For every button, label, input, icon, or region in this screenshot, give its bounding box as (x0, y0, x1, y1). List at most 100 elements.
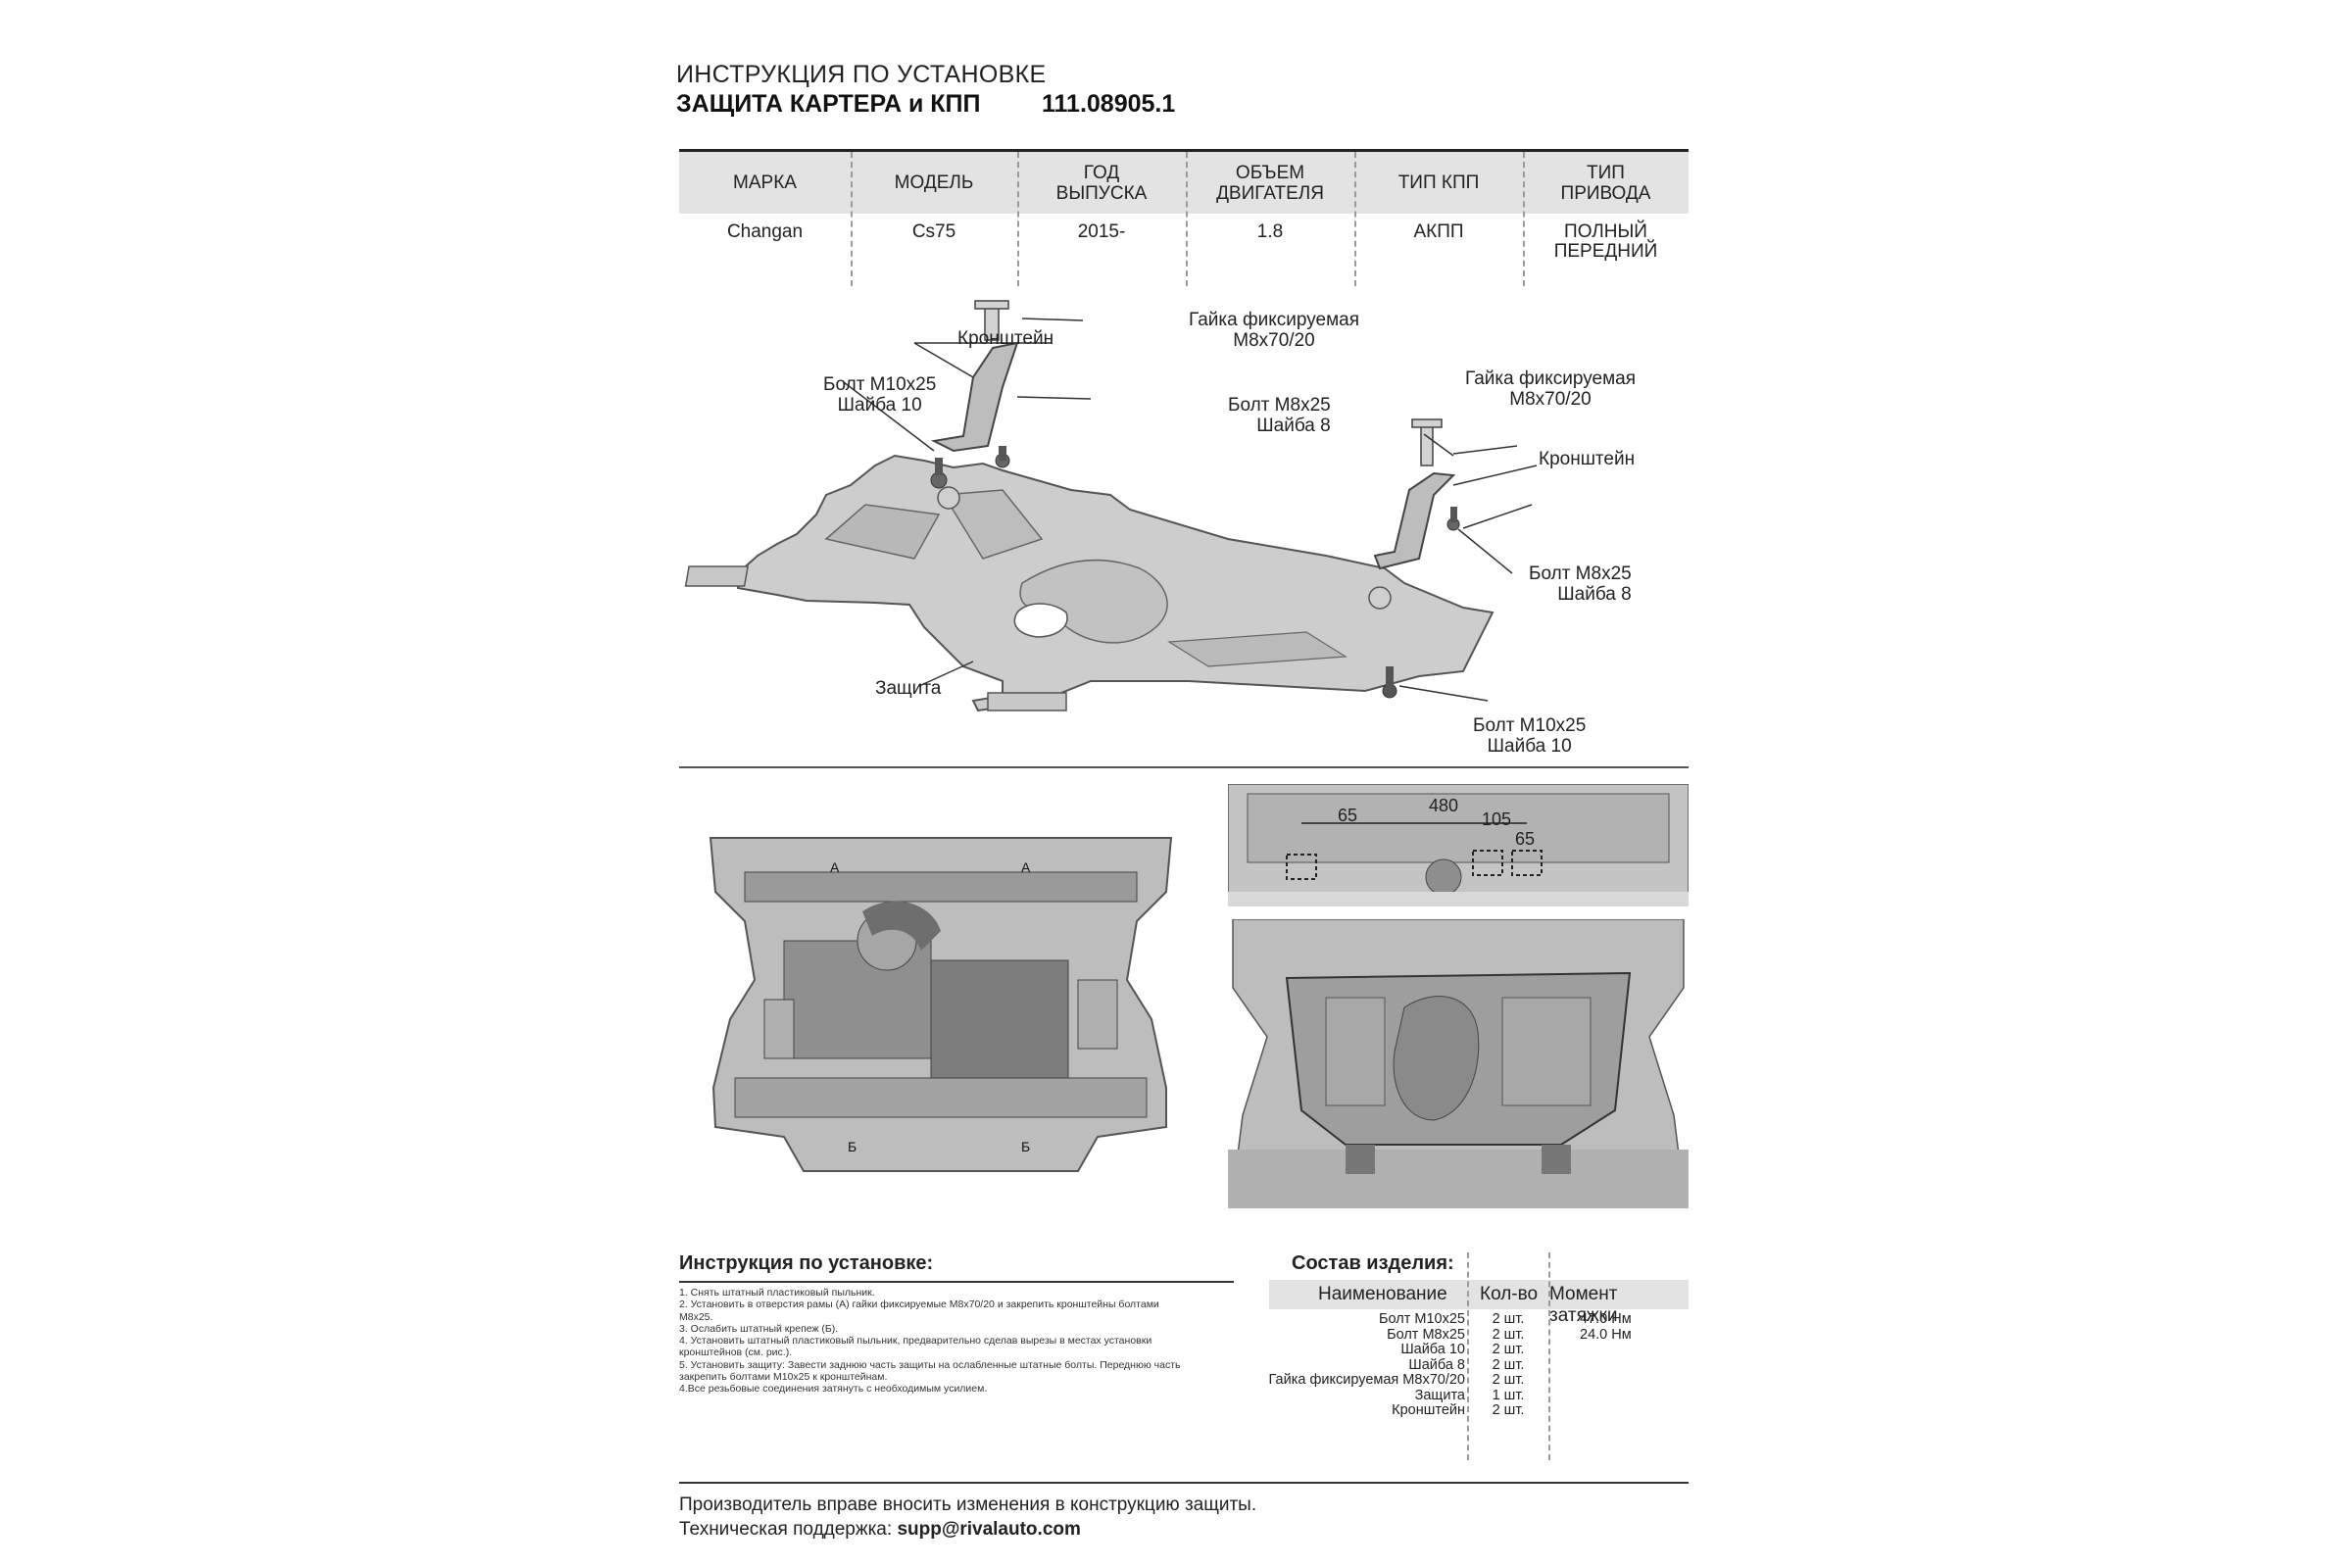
guard-rib (1167, 631, 1348, 667)
guard-recess-mid (942, 489, 1044, 560)
bracket-left-shape (930, 341, 1019, 453)
composition-item-qty: 2 шт. (1492, 1372, 1525, 1388)
spec-col-model: МОДЕЛЬ Cs75 (851, 152, 1017, 286)
composition-item-torque: 24.0 Нм (1580, 1326, 1632, 1343)
composition-item-torque: 47.0 Нм (1580, 1311, 1632, 1327)
bracket-right-shape (1373, 471, 1456, 570)
label-bolt-m10-right: Болт М10х25 Шайба 10 (1473, 715, 1587, 757)
dim-480: 480 (1429, 796, 1459, 815)
instructions-list: 1. Снять штатный пластиковый пыльник. 2.… (679, 1287, 1228, 1396)
spec-header: МОДЕЛЬ (894, 172, 974, 193)
label-nut-left: Гайка фиксируемая М8х70/20 (1189, 310, 1359, 351)
photo-guard-installed (1228, 919, 1689, 1223)
footer-support: Техническая поддержка: supp@rivalauto.co… (679, 1519, 1081, 1541)
label-bolt-m8-left: Болт М8х25 Шайба 8 (1228, 395, 1331, 436)
dim-105: 105 (1482, 809, 1512, 829)
spec-value: 2015- (1077, 221, 1126, 242)
instruction-step: закрепить болтами М10х25 к кронштейнам. (679, 1371, 888, 1384)
photo-dust-cover-cutouts (1228, 784, 1689, 906)
spec-value: ПОЛНЫЙ ПЕРЕДНИЙ (1553, 221, 1658, 262)
guard-opening (1013, 603, 1068, 638)
spec-separator (1523, 152, 1525, 286)
support-email-link[interactable]: supp@rivalauto.com (897, 1519, 1081, 1540)
composition-separator (1467, 1252, 1469, 1460)
spec-header: МАРКА (733, 172, 797, 193)
instruction-step: 5. Установить защиту: Завести заднюю час… (679, 1358, 1181, 1371)
composition-title: Состав изделия: (1292, 1252, 1454, 1274)
instruction-step: 4. Установить штатный пластиковый пыльни… (679, 1335, 1152, 1348)
spec-table-header-band (679, 152, 1689, 214)
instruction-step: 3. Ослабить штатный крепеж (Б). (679, 1322, 839, 1335)
spec-separator (1186, 152, 1188, 286)
instruction-step: 2. Установить в отверстия рамы (А) гайки… (679, 1298, 1159, 1311)
composition-item-name: Кронштейн (1392, 1402, 1465, 1418)
spec-col-make: МАРКА Changan (679, 152, 851, 286)
label-guard: Защита (875, 678, 942, 699)
spec-col-drive: ТИП ПРИВОДА ПОЛНЫЙ ПЕРЕДНИЙ (1523, 152, 1689, 286)
photo-engine-underside: А А Б Б (706, 833, 1176, 1194)
dim-65-left: 65 (1338, 806, 1358, 825)
composition-header-torque: Момент затяжки (1549, 1284, 1618, 1326)
mark-b-right: Б (1021, 1139, 1030, 1154)
spec-header: ГОД ВЫПУСКА (1055, 162, 1148, 204)
footer-disclaimer: Производитель вправе вносить изменения в… (679, 1494, 1257, 1515)
composition-item-qty: 1 шт. (1492, 1387, 1525, 1403)
label-bolt-m10-left: Болт М10х25 Шайба 10 (823, 374, 937, 416)
label-bracket-left: Кронштейн (957, 328, 1054, 349)
composition-names: Болт М10х25 Болт М8х25 Шайба 10 Шайба 8 … (1230, 1311, 1466, 1419)
spec-separator (1017, 152, 1019, 286)
footer-support-label: Техническая поддержка: (679, 1519, 898, 1540)
spec-col-gearbox: ТИП КПП АКПП (1354, 152, 1523, 286)
footer-rule (679, 1482, 1689, 1484)
instruction-step: М8х25. (679, 1310, 713, 1323)
spec-table: МАРКА Changan МОДЕЛЬ Cs75 ГОД ВЫПУСКА 20… (679, 149, 1689, 286)
spec-col-year: ГОД ВЫПУСКА 2015- (1017, 152, 1186, 286)
spec-value: Changan (726, 221, 804, 242)
composition-header: Наименование Кол-во Момент затяжки (1269, 1280, 1689, 1326)
instruction-step: 4.Все резьбовые соединения затянуть с не… (679, 1383, 988, 1396)
spec-header: ТИП КПП (1397, 172, 1480, 193)
guard-exploded-diagram (684, 300, 1538, 712)
spec-value: 1.8 (1256, 221, 1284, 242)
spec-value: Cs75 (911, 221, 956, 242)
spec-header: ТИП ПРИВОДА (1560, 162, 1651, 204)
guard-recess-left (824, 504, 941, 560)
composition-item-qty: 2 шт. (1492, 1356, 1525, 1373)
part-number: 111.08905.1 (1042, 90, 1176, 118)
composition-item-qty: 2 шт. (1492, 1402, 1525, 1418)
composition-item-name: Болт М10х25 (1379, 1311, 1465, 1327)
composition-item-name: Защита (1414, 1387, 1465, 1403)
mark-a-left: А (830, 859, 840, 875)
composition-qtys: 2 шт. 2 шт. 2 шт. 2 шт. 2 шт. 1 шт. 2 шт… (1470, 1311, 1546, 1419)
composition-item-name: Гайка фиксируемая М8х70/20 (1268, 1372, 1466, 1388)
instructions-title: Инструкция по установке: (679, 1252, 934, 1274)
mark-b-left: Б (848, 1139, 857, 1154)
label-bolt-m8-right: Болт М8х25 Шайба 8 (1529, 564, 1632, 605)
instructions-rule (679, 1281, 1234, 1283)
spec-separator (851, 152, 853, 286)
composition-item-name: Шайба 8 (1408, 1356, 1465, 1373)
doc-title-line2: ЗАЩИТА КАРТЕРА и КПП (676, 90, 981, 118)
mark-a-right: А (1021, 859, 1031, 875)
spec-col-engine: ОБЪЕМ ДВИГАТЕЛЯ 1.8 (1186, 152, 1354, 286)
spec-value: АКПП (1413, 221, 1464, 242)
doc-title-line1: ИНСТРУКЦИЯ ПО УСТАНОВКЕ (676, 61, 1047, 88)
composition-item-name: Шайба 10 (1400, 1342, 1465, 1357)
instruction-step: 1. Снять штатный пластиковый пыльник. (679, 1287, 875, 1298)
label-bracket-right: Кронштейн (1539, 449, 1636, 469)
section-divider (679, 766, 1689, 768)
composition-item-qty: 2 шт. (1492, 1311, 1525, 1327)
dim-65-right: 65 (1515, 829, 1536, 849)
composition-item-qty: 2 шт. (1492, 1342, 1525, 1357)
composition-separator (1548, 1252, 1550, 1460)
composition-header-qty: Кол-во (1480, 1284, 1539, 1304)
composition-item-name: Болт М8х25 (1387, 1326, 1465, 1343)
composition-header-name: Наименование (1318, 1284, 1447, 1304)
spec-separator (1354, 152, 1356, 286)
spec-table-top-rule (679, 149, 1689, 152)
composition-item-qty: 2 шт. (1492, 1326, 1525, 1343)
instruction-step: кронштейнов (см. рис.). (679, 1347, 793, 1359)
composition-torques: 47.0 Нм 24.0 Нм (1580, 1311, 1678, 1343)
label-nut-right: Гайка фиксируемая М8х70/20 (1465, 368, 1636, 410)
spec-header: ОБЪЕМ ДВИГАТЕЛЯ (1216, 162, 1324, 204)
